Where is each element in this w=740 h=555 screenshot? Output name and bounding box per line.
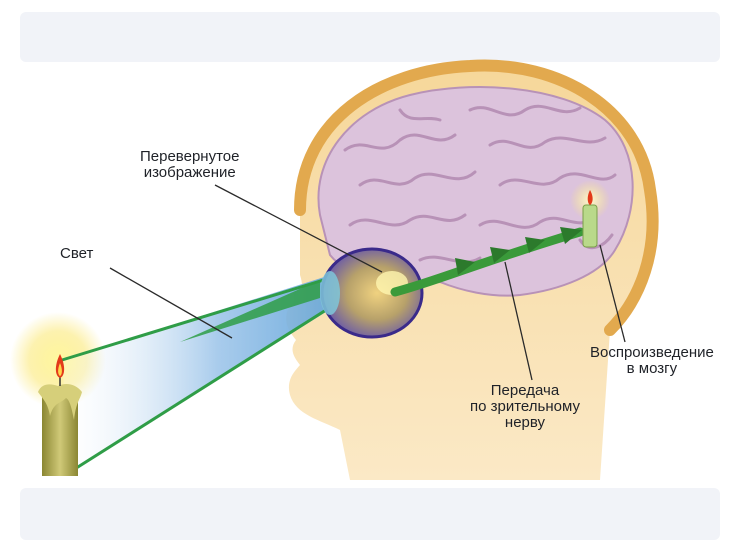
leader-brain-reproduction (599, 244, 626, 343)
optic-nerve-arrow (390, 227, 585, 297)
light-beam-arrow (180, 280, 320, 342)
brain-candle (582, 204, 598, 248)
label-optic-nerve-line1: Передача (490, 382, 560, 399)
top-band (20, 12, 720, 62)
label-optic-nerve-line2: по зрительному (470, 398, 580, 415)
leader-optic-nerve (504, 261, 533, 381)
label-inverted-image: Перевернутое изображение (140, 149, 239, 181)
label-optic-nerve-line3: нерву (504, 414, 546, 431)
candle-wax-drip (38, 384, 82, 420)
light-cone (62, 272, 345, 472)
candle (38, 354, 82, 476)
eye-lens (320, 271, 340, 315)
label-brain-reproduction-line1: Воспроизведение (590, 344, 714, 361)
label-inverted-image-line2: изображение (143, 164, 236, 181)
head-outline (294, 59, 659, 336)
eye (320, 247, 424, 339)
bottom-band (20, 488, 720, 540)
label-optic-nerve: Передача по зрительному нерву (470, 383, 580, 431)
leader-inverted-image (214, 184, 383, 273)
label-light: Свет (60, 245, 94, 262)
brain-folds (343, 104, 617, 264)
light-ray-bottom (69, 296, 346, 474)
label-brain-reproduction-line2: в мозгу (626, 360, 678, 377)
brain-candle-flame (587, 190, 593, 205)
label-inverted-image-line1: Перевернутое (140, 148, 240, 165)
light-ray-top (61, 273, 341, 362)
candle-flame-core (58, 363, 62, 376)
leader-light (109, 267, 233, 339)
label-brain-reproduction: Воспроизведение в мозгу (590, 345, 714, 377)
